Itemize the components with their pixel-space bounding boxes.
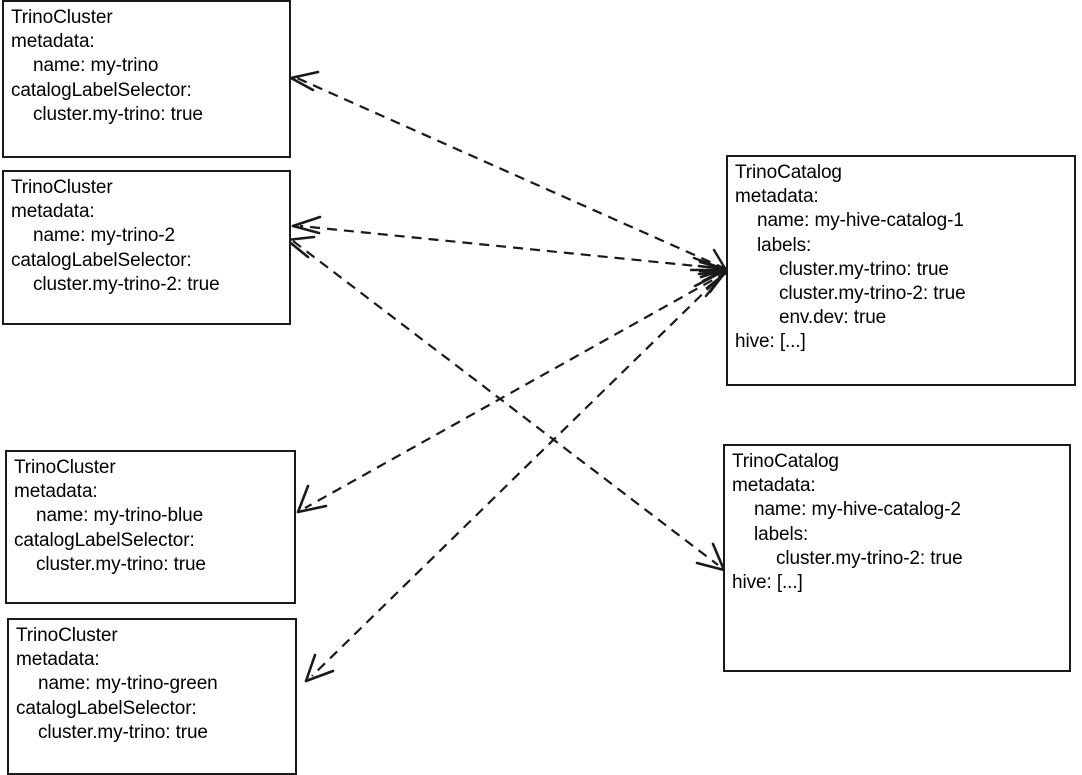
node-trinocluster-my-trino[interactable]: TrinoCluster metadata: name: my-trino ca…	[2, 0, 291, 158]
node-line: env.dev: true	[779, 307, 887, 329]
node-line: name: my-hive-catalog-1	[757, 210, 964, 232]
node-line: TrinoCluster	[16, 625, 118, 646]
node-trinocluster-my-trino-blue[interactable]: TrinoCluster metadata: name: my-trino-bl…	[5, 450, 296, 604]
edge-catalog1-to-my-trino-green	[304, 269, 728, 683]
node-line: cluster.my-trino: true	[33, 103, 203, 125]
node-line: catalogLabelSelector:	[11, 79, 192, 101]
node-line: TrinoCatalog	[732, 451, 839, 472]
node-line: cluster.my-trino: true	[38, 721, 208, 743]
node-line: hive: [...]	[732, 572, 803, 594]
node-line: labels:	[754, 523, 809, 545]
node-line: hive: [...]	[735, 331, 806, 353]
node-line: cluster.my-trino-2: true	[779, 283, 966, 305]
node-line: name: my-trino-2	[33, 225, 175, 247]
node-line: catalogLabelSelector:	[16, 697, 197, 719]
node-line: cluster.my-trino: true	[779, 258, 949, 280]
node-line: cluster.my-trino-2: true	[776, 547, 963, 569]
node-line: cluster.my-trino-2: true	[33, 273, 220, 295]
edge-my-trino-2-to-catalog2	[285, 235, 726, 572]
node-line: TrinoCluster	[11, 177, 113, 198]
node-line: name: my-trino-green	[38, 673, 218, 695]
node-line: name: my-trino	[33, 55, 159, 77]
node-line: name: my-trino-blue	[36, 505, 204, 527]
edge-hub-strokes	[689, 248, 728, 298]
node-line: TrinoCluster	[14, 457, 116, 478]
node-trinocluster-my-trino-2[interactable]: TrinoCluster metadata: name: my-trino-2 …	[2, 170, 291, 325]
node-line: name: my-hive-catalog-2	[754, 499, 961, 521]
node-line: labels:	[757, 234, 812, 256]
node-line: catalogLabelSelector:	[11, 249, 192, 271]
node-line: metadata:	[14, 481, 98, 503]
node-line: metadata:	[16, 649, 100, 671]
edge-catalog1-to-my-trino-2	[291, 215, 728, 279]
edge-catalog1-to-my-trino	[289, 70, 728, 283]
node-line: TrinoCluster	[11, 7, 113, 28]
node-line: metadata:	[732, 475, 816, 497]
node-line: TrinoCatalog	[735, 162, 842, 183]
node-line: metadata:	[11, 201, 95, 223]
node-trinocatalog-my-hive-catalog-1[interactable]: TrinoCatalog metadata: name: my-hive-cat…	[726, 155, 1076, 386]
edge-catalog1-to-my-trino-blue	[296, 269, 729, 514]
node-trinocluster-my-trino-green[interactable]: TrinoCluster metadata: name: my-trino-gr…	[7, 618, 297, 775]
node-line: metadata:	[735, 186, 819, 208]
node-line: metadata:	[11, 31, 95, 53]
node-line: cluster.my-trino: true	[36, 553, 206, 575]
node-trinocatalog-my-hive-catalog-2[interactable]: TrinoCatalog metadata: name: my-hive-cat…	[723, 444, 1071, 672]
node-line: catalogLabelSelector:	[14, 529, 195, 551]
